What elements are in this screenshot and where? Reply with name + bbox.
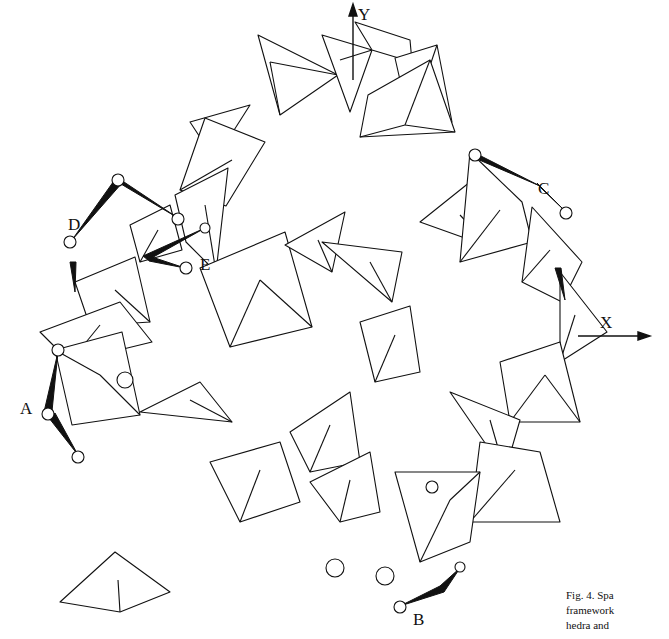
axis-label: Y bbox=[358, 6, 370, 23]
figure-caption: Fig. 4. Spa framework hedra and bbox=[566, 588, 630, 633]
site-label: A bbox=[20, 400, 32, 417]
axis-label: X bbox=[600, 314, 612, 331]
site-label: D bbox=[68, 216, 80, 233]
site-label: E bbox=[200, 256, 210, 273]
site-label: B bbox=[413, 611, 424, 628]
site-label: C bbox=[538, 180, 549, 197]
